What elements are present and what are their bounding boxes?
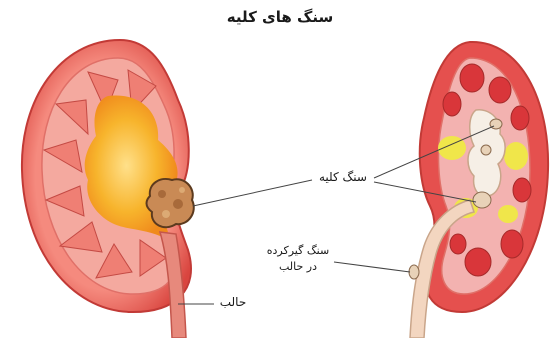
kidney-stone-label: سنگ کلیه [312, 170, 374, 184]
stone [490, 119, 502, 129]
pyramid [450, 234, 466, 254]
left-kidney-stone [147, 179, 194, 227]
right-kidney [409, 42, 548, 338]
stone [473, 192, 491, 208]
left-kidney [22, 40, 194, 338]
pyramid [513, 178, 531, 202]
pyramid [489, 77, 511, 103]
pyramid [460, 64, 484, 92]
pyramid [443, 92, 461, 116]
stuck-stone-leader [334, 262, 410, 272]
ureter-label: حالب [214, 295, 252, 309]
stone [481, 145, 491, 155]
pyramid [465, 248, 491, 276]
pyramid [511, 106, 529, 130]
ureter-stone [409, 265, 419, 279]
stuck-stone-label-line2: در حالب [262, 259, 334, 275]
stuck-stone-label: سنگ گیرکرده در حالب [262, 243, 334, 275]
stone-leader-left [193, 180, 312, 206]
diagram-title: سنگ های کلیه [225, 8, 335, 26]
pyramid [501, 230, 523, 258]
stuck-stone-label-line1: سنگ گیرکرده [262, 243, 334, 259]
